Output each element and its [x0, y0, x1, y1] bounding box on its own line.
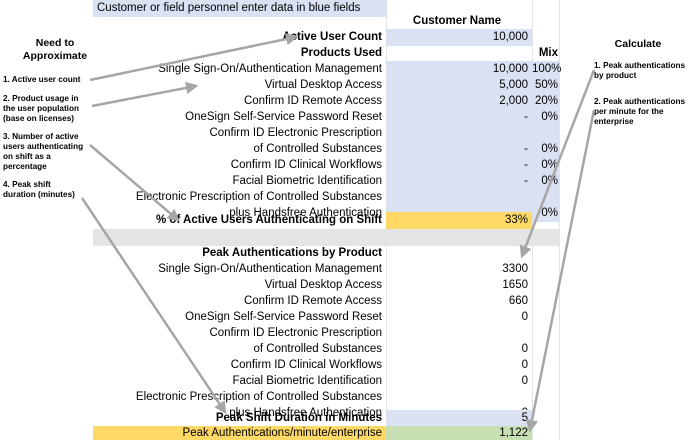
- product-name: Confirm ID Electronic Prescription: [209, 127, 382, 139]
- product-row: Single Sign-On/Authentication Management…: [93, 61, 561, 78]
- product-row: Virtual Desktop Access 5,000 50%: [93, 77, 559, 94]
- product-row: Facial Biometric Identification - 0%: [93, 173, 559, 190]
- product-row: Electronic Prescription of Controlled Su…: [93, 189, 559, 206]
- note-peak-per-minute: 2. Peak authentications per minute for t…: [594, 97, 686, 126]
- peak-row: Virtual Desktop Access 1650: [93, 277, 559, 294]
- product-row: Confirm ID Clinical Workflows - 0%: [93, 157, 559, 174]
- peak-by-product-label: Peak Authentications by Product: [202, 247, 382, 259]
- product-users-cell[interactable]: -: [386, 173, 532, 190]
- peak-value-cell: 0: [521, 359, 528, 371]
- product-mix-cell: 50%: [532, 77, 559, 94]
- product-name: Confirm ID Clinical Workflows: [230, 159, 382, 171]
- peak-product-name: Confirm ID Electronic Prescription: [209, 327, 382, 339]
- note-active-user-count: 1. Active user count: [3, 75, 81, 84]
- product-users-cell[interactable]: -: [386, 157, 532, 174]
- product-mix-cell: 0%: [532, 141, 559, 158]
- peak-value-cell: 0: [521, 375, 528, 387]
- pct-authenticating-label: % of Active Users Authenticating on Shif…: [156, 214, 382, 226]
- spacer-row: [93, 229, 559, 246]
- peak-product-name-cont: plus Handsfree Authentication: [229, 407, 382, 419]
- product-name: Facial Biometric Identification: [232, 175, 382, 187]
- customer-name-header: Customer Name: [412, 15, 502, 27]
- product-row: OneSign Self-Service Password Reset - 0%: [93, 109, 559, 126]
- active-user-count-cell[interactable]: 10,000: [386, 29, 532, 46]
- peak-row: Confirm ID Clinical Workflows 0: [93, 357, 559, 374]
- peak-value-cell: 0: [521, 343, 528, 355]
- peak-row: Single Sign-On/Authentication Management…: [93, 261, 559, 278]
- product-users-cell[interactable]: 5,000: [386, 77, 532, 94]
- products-used-label: Products Used: [300, 47, 382, 59]
- peak-value-cell: 3300: [502, 263, 528, 275]
- peak-value-cell: 1650: [502, 279, 528, 291]
- peak-per-minute-label: Peak Authentications/minute/enterprise: [93, 426, 386, 440]
- peak-product-name: Confirm ID Clinical Workflows: [230, 359, 382, 371]
- product-name: Confirm ID Remote Access: [243, 95, 382, 107]
- peak-value-cell: 0: [521, 311, 528, 323]
- peak-product-name: Virtual Desktop Access: [264, 279, 382, 291]
- right-panel-title: Calculate: [614, 38, 662, 50]
- mix-header: Mix: [538, 47, 558, 59]
- product-users-cell[interactable]: 2,000: [386, 93, 532, 110]
- note-peak-by-product: 1. Peak authentications by product: [594, 61, 686, 80]
- peak-shift-duration-cell[interactable]: 5: [386, 410, 532, 427]
- product-row: Confirm ID Electronic Prescription: [93, 125, 559, 142]
- product-mix-cell: 0%: [532, 157, 559, 174]
- peak-row: Electronic Prescription of Controlled Su…: [93, 389, 559, 406]
- active-user-count-row: Active User Count 10,000: [93, 29, 559, 46]
- pct-authenticating-row: % of Active Users Authenticating on Shif…: [93, 212, 559, 229]
- note-active-users-pct: 3. Number of active users authenticating…: [3, 132, 84, 171]
- peak-per-minute-row: Peak Authentications/minute/enterprise 1…: [93, 426, 559, 440]
- spreadsheet: Customer or field personnel enter data i…: [93, 0, 561, 440]
- peak-shift-duration-label: Peak Shift Duration in Minutes: [215, 412, 382, 424]
- note-product-usage: 2. Product usage in the user population …: [3, 94, 79, 123]
- peak-per-minute-cell: 1,122: [386, 426, 532, 440]
- active-user-count-label: Active User Count: [282, 31, 382, 43]
- note-peak-shift-duration: 4. Peak shift duration (minutes): [3, 180, 75, 199]
- peak-row: Facial Biometric Identification 0: [93, 373, 559, 390]
- peak-product-name: Facial Biometric Identification: [232, 375, 382, 387]
- product-row: of Controlled Substances - 0%: [93, 141, 559, 158]
- left-panel-title: Need to Approximate: [22, 37, 88, 62]
- product-mix-cell: 100%: [532, 61, 561, 78]
- peak-row: Confirm ID Electronic Prescription: [93, 325, 559, 342]
- product-name: OneSign Self-Service Password Reset: [185, 111, 382, 123]
- product-users-cell[interactable]: 10,000: [386, 61, 532, 78]
- product-name: Single Sign-On/Authentication Management: [158, 63, 382, 75]
- peak-value-cell: 660: [508, 295, 528, 307]
- product-name-cont: of Controlled Substances: [253, 143, 383, 155]
- product-users-cell[interactable]: -: [386, 109, 532, 126]
- peak-row: Confirm ID Remote Access 660: [93, 293, 559, 310]
- product-row: Confirm ID Remote Access 2,000 20%: [93, 93, 559, 110]
- peak-product-name: Confirm ID Remote Access: [243, 295, 382, 307]
- product-users-cell[interactable]: -: [386, 141, 532, 158]
- products-used-row: Products Used Mix: [93, 45, 559, 62]
- peak-product-name-cont: of Controlled Substances: [253, 343, 383, 355]
- peak-product-name: Electronic Prescription of Controlled Su…: [135, 391, 382, 403]
- product-mix-cell: 0%: [532, 109, 559, 126]
- product-name-cont: plus Handsfree Authentication: [229, 207, 382, 219]
- peak-row: OneSign Self-Service Password Reset 0: [93, 309, 559, 326]
- peak-shift-duration-row: Peak Shift Duration in Minutes 5: [93, 410, 559, 427]
- instruction-banner: Customer or field personnel enter data i…: [93, 0, 386, 17]
- peak-row: of Controlled Substances 0: [93, 341, 559, 358]
- peak-product-name: OneSign Self-Service Password Reset: [185, 311, 382, 323]
- pct-authenticating-cell[interactable]: 33%: [386, 212, 532, 229]
- product-name: Virtual Desktop Access: [264, 79, 382, 91]
- instruction-row: Customer or field personnel enter data i…: [93, 0, 559, 17]
- product-mix-cell: 20%: [532, 93, 559, 110]
- peak-product-name: Single Sign-On/Authentication Management: [158, 263, 382, 275]
- product-name: Electronic Prescription of Controlled Su…: [135, 191, 382, 203]
- product-mix-cell: 0%: [532, 173, 559, 190]
- peak-by-product-row: Peak Authentications by Product: [93, 245, 559, 262]
- customer-name-row: Customer Name: [93, 13, 559, 30]
